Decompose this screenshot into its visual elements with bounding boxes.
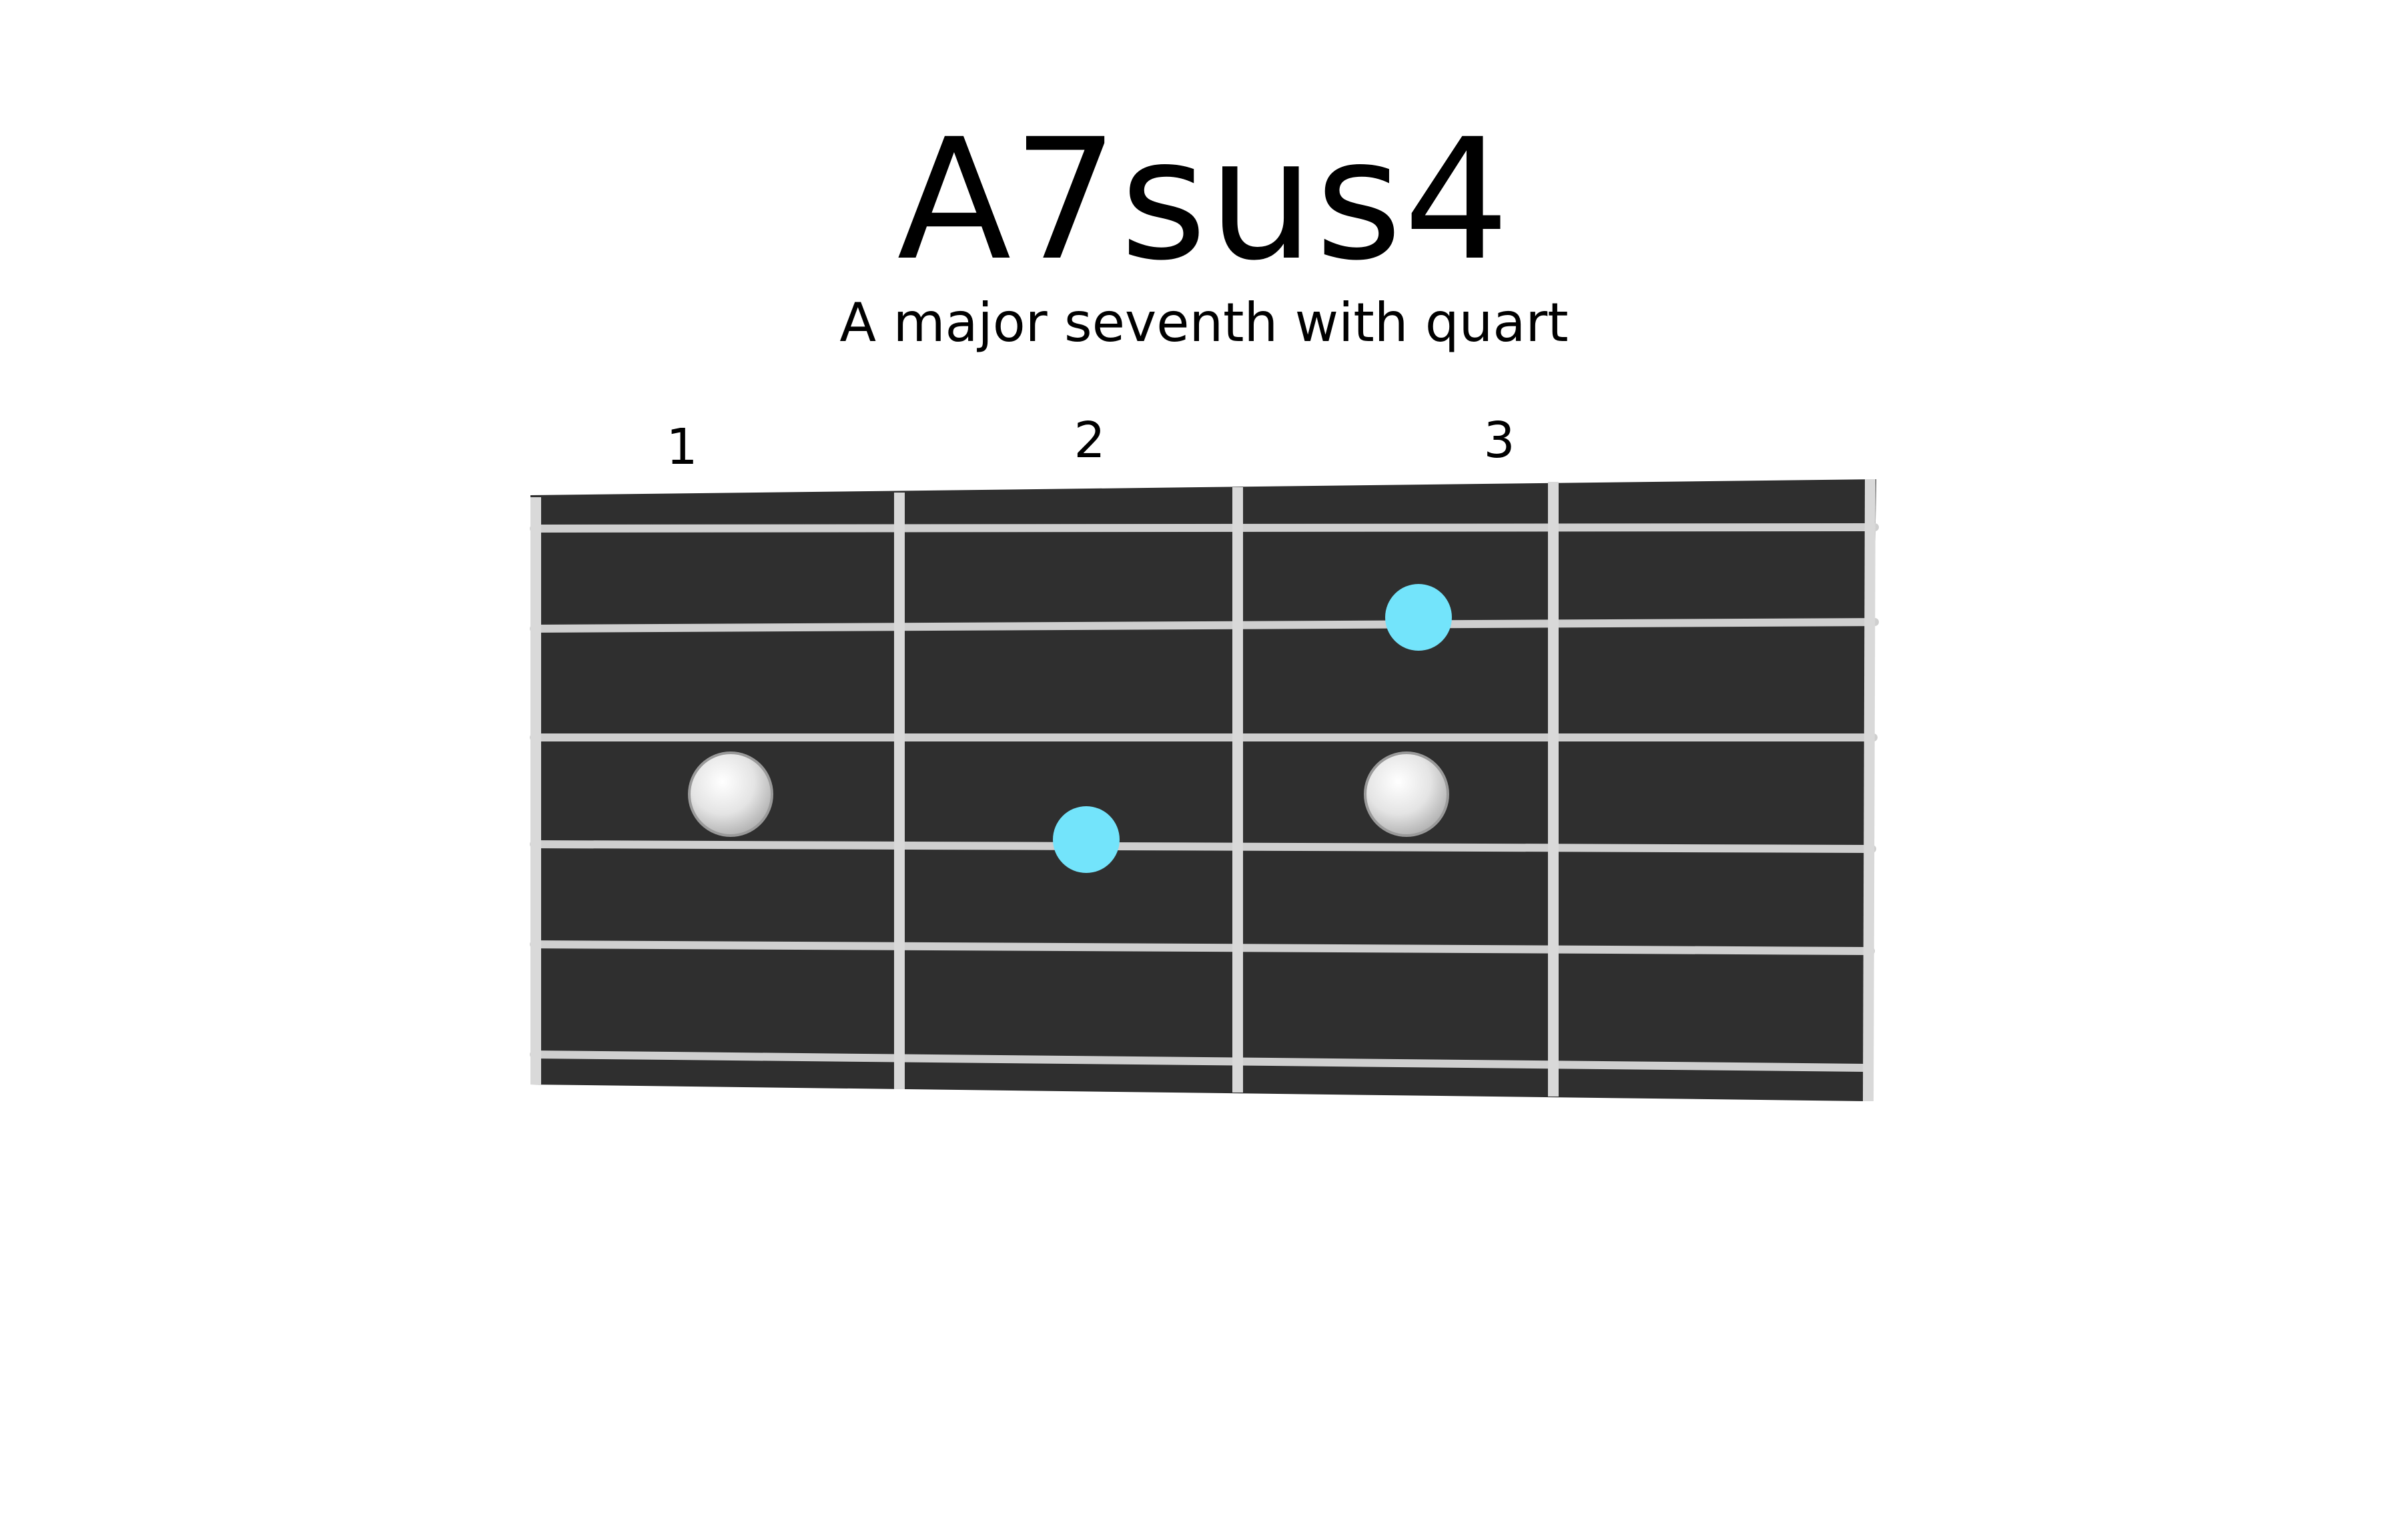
chord-name: A7sus4: [897, 103, 1511, 297]
string-2: [530, 618, 1879, 633]
fret-inlay-dot: [688, 751, 773, 837]
fret-number-3: 3: [1483, 412, 1515, 469]
chord-description: A major seventh with quart: [839, 292, 1569, 354]
string-6: [530, 1050, 1872, 1072]
fret-wire-end: [1863, 479, 1876, 1102]
fret-number-2: 2: [1074, 412, 1105, 469]
finger-position-dot: [1385, 584, 1452, 651]
finger-position-dot: [1053, 806, 1120, 873]
fret-inlay-dot: [1364, 751, 1449, 837]
string-4: [530, 840, 1876, 853]
strings: [530, 523, 1879, 1072]
string-5: [530, 940, 1875, 955]
string-1: [530, 523, 1879, 533]
fret-number-1: 1: [666, 418, 697, 476]
fret-wires: [530, 479, 1876, 1102]
